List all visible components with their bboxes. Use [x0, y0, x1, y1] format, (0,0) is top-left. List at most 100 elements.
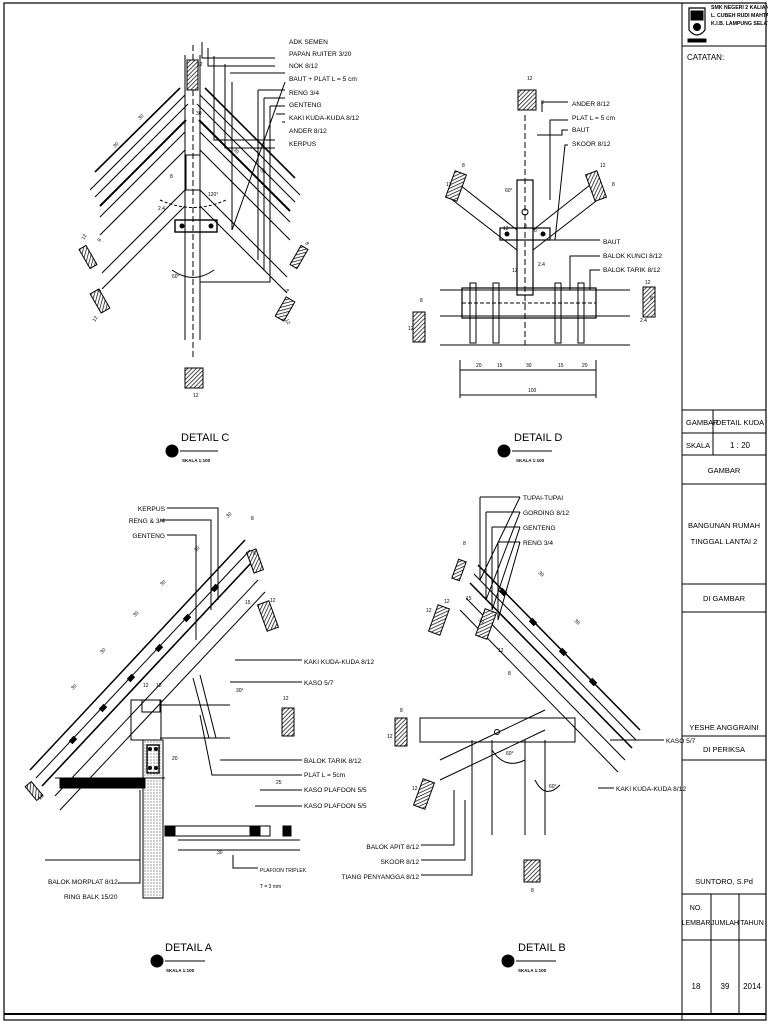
- detail-d-dimension: 8: [541, 100, 544, 106]
- detail-d-dimension: 8: [462, 163, 465, 169]
- detail-b-dimension: 60°: [506, 751, 514, 757]
- title-block: [681, 3, 766, 1020]
- detail-d-label: BAUT: [572, 127, 590, 134]
- detail-b-dimension: 8: [531, 888, 534, 894]
- detail-b-label: GORDING 8/12: [523, 510, 570, 517]
- detail-c-dimension: 8: [170, 174, 173, 180]
- detail-c-label: BAUT + PLAT L = 5 cm: [289, 76, 357, 83]
- detail-c-dimension: 12: [81, 233, 89, 241]
- detail-c-dimension: 30: [232, 147, 240, 155]
- detail-d-dimension: 2.4: [538, 262, 545, 268]
- drawn-by-name: YESHE ANGGRAINI: [689, 723, 758, 732]
- detail-d-dimension: 12: [408, 326, 414, 332]
- detail-a-dimension: 25: [276, 780, 282, 786]
- detail-b-title: DETAIL B: [518, 942, 566, 954]
- detail-d-label: PLAT L = 5 cm: [572, 115, 615, 122]
- institution-line: K.I.B. LAMPUNG SELATAN: [711, 21, 768, 27]
- detail-d-dimension: 12: [503, 226, 509, 232]
- detail-c-dimension: 120°: [208, 192, 218, 198]
- detail-a-dimension: 15: [245, 600, 251, 606]
- detail-a-dimension: 30: [225, 511, 233, 519]
- detail-b-dimension: 8: [400, 708, 403, 714]
- subject-line: TINGGAL LANTAI 2: [691, 537, 758, 546]
- detail-d-dimension: 8: [650, 296, 653, 302]
- detail-d-dimension: 8: [420, 298, 423, 304]
- detail-b-label: SKOOR 8/12: [381, 859, 420, 866]
- detail-a-dimension: 12: [283, 696, 289, 702]
- detail-c-label: RENG 3/4: [289, 90, 319, 97]
- detail-a-dimension: 30°: [236, 688, 244, 694]
- scale-label: SKALA: [686, 441, 710, 450]
- detail-d-dimension: 15: [497, 363, 503, 369]
- school-logo: [687, 7, 707, 43]
- detail-c-dimension: 8: [283, 288, 290, 294]
- detail-a-dimension: 30: [132, 610, 140, 618]
- detail-b-dimension: 30: [573, 618, 581, 626]
- detail-c-label: KERPUS: [289, 141, 317, 148]
- detail-c-dimension: 60°: [172, 274, 180, 280]
- notes-label: CATATAN:: [687, 53, 724, 62]
- detail-d-dimension: 30: [526, 363, 532, 369]
- drawing-value: DETAIL KUDA: [716, 418, 764, 427]
- detail-c-dimension: 30: [196, 111, 202, 117]
- checked-label: DI PERIKSA: [703, 745, 745, 754]
- detail-b-scale: SKALA 1:100: [518, 968, 547, 973]
- subject-line: BANGUNAN RUMAH: [688, 521, 760, 530]
- detail-b-dimension: 8: [463, 541, 466, 547]
- detail-d-dimension: 8: [612, 182, 615, 188]
- institution-line: L. CUBEH RUDI MAHTA NO. 52: [711, 13, 768, 19]
- detail-b-label: KASO 5/7: [666, 738, 696, 745]
- detail-b-label: TIANG PENYANGGA 8/12: [341, 874, 419, 881]
- detail-c-drawing: [78, 42, 309, 458]
- detail-a-dimension: 8: [251, 516, 254, 522]
- detail-d-label: ANDER 8/12: [572, 101, 610, 108]
- drawing-annotations: SMK NEGERI 2 KALIANDAL. CUBEH RUDI MAHTA…: [37, 5, 768, 991]
- detail-d-dimension: 8: [534, 228, 537, 234]
- detail-c-dimension: 30: [137, 113, 145, 121]
- detail-c-scale: SKALA 1:100: [182, 458, 211, 463]
- detail-a-label: BALOK TARIK 8/12: [304, 758, 362, 765]
- detail-b-label: KAKI KUDA-KUDA 8/12: [616, 786, 686, 793]
- detail-b-dimension: 12: [444, 599, 450, 605]
- detail-c-dimension: 12: [283, 318, 291, 326]
- detail-a-title: DETAIL A: [165, 942, 213, 954]
- detail-c-label: KAKI KUDA-KUDA 8/12: [289, 115, 359, 122]
- drawing-label: GAMBAR: [686, 418, 719, 427]
- plafon-label: PLAFOON TRIPLEK: [260, 868, 307, 874]
- col-total: JUMLAH: [711, 920, 739, 927]
- detail-b-dimension: 12: [498, 648, 504, 654]
- detail-d-dimension: 60°: [505, 188, 513, 194]
- detail-b-label: BALOK APIT 8/12: [366, 844, 419, 851]
- detail-a-drawing: [24, 507, 302, 968]
- year: 2014: [743, 982, 761, 991]
- col-no: NO.: [690, 905, 703, 912]
- detail-a-label: KERPUS: [138, 506, 166, 513]
- detail-a-dimension: 30: [193, 545, 201, 553]
- detail-a-label: KASO PLAFOON 5/5: [304, 787, 367, 794]
- detail-d-label: SKOOR 8/12: [572, 141, 611, 148]
- detail-a-label: RING BALK 15/20: [64, 894, 118, 901]
- detail-d-dimension: 100: [528, 388, 537, 394]
- detail-c-dimension: 8: [97, 288, 104, 294]
- detail-c-label: PAPAN RUITER 3/20: [289, 51, 352, 58]
- detail-d-dimension: 12: [600, 163, 606, 169]
- col-year: TAHUN: [740, 920, 764, 927]
- detail-a-label: KAKI KUDA-KUDA 8/12: [304, 659, 374, 666]
- drawn-by-label: DI GAMBAR: [703, 594, 746, 603]
- detail-c-label: NOK 8/12: [289, 63, 318, 70]
- detail-c-title: DETAIL C: [181, 432, 229, 444]
- detail-c-dimension: 12: [92, 315, 100, 323]
- detail-a-dimension: 12: [270, 598, 276, 604]
- detail-a-dimension: 12: [156, 683, 162, 689]
- detail-c-dimension: 8: [97, 237, 104, 243]
- detail-a-dimension: 30: [99, 647, 107, 655]
- detail-a-dimension: 30: [70, 683, 78, 691]
- detail-a-label: KASO 5/7: [304, 680, 334, 687]
- detail-c-dimension: 30: [259, 167, 267, 175]
- detail-d-dimension: 2.4: [640, 318, 647, 324]
- detail-b-dimension: 12: [426, 608, 432, 614]
- detail-b-dimension: 8: [508, 671, 511, 677]
- detail-c-label: ANDER 8/12: [289, 128, 327, 135]
- detail-d-dimension: 8: [524, 224, 527, 230]
